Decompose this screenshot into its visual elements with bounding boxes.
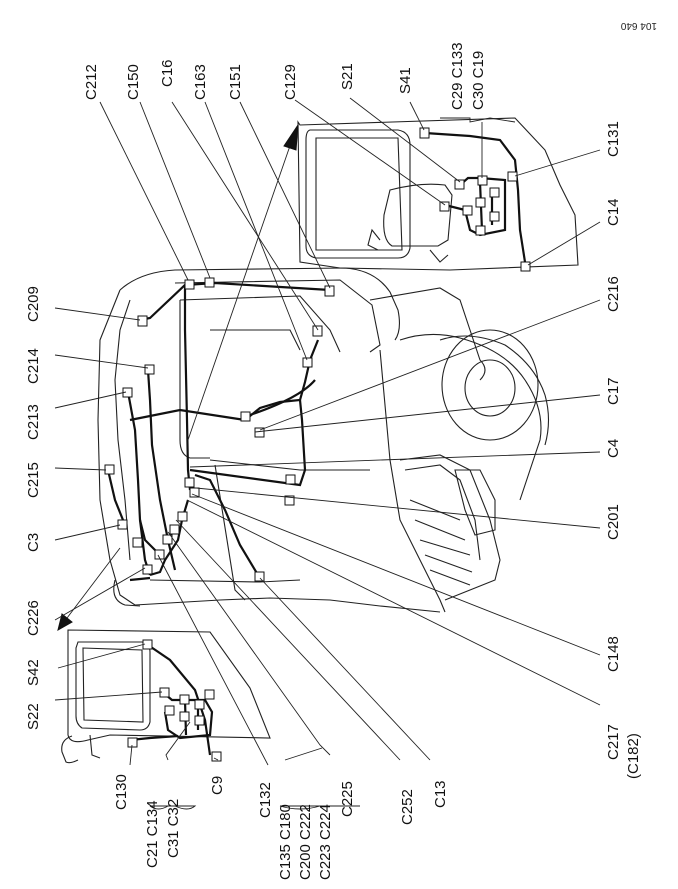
main-harness [104,277,335,582]
upper-door-panel [297,117,579,271]
label-C213: C213 [25,404,42,440]
label-C30-C19: C30 C19 [470,50,487,110]
label-C216: C216 [605,276,622,312]
label-C16: C16 [159,59,176,87]
label-C17: C17 [605,377,622,405]
label-C31-C32: C31 C32 [165,798,182,858]
label-C150: C150 [125,64,142,100]
upper-door-harness [419,127,531,272]
page-reference: 104 640 [620,20,657,31]
label-C201: C201 [605,504,622,540]
label-C226: C226 [25,600,42,636]
label-S22: S22 [25,703,42,730]
label-C163: C163 [192,64,209,100]
label-S42: S42 [25,659,42,686]
label-C3: C3 [25,532,42,552]
label-C9: C9 [209,775,226,795]
vehicle-body [97,267,550,613]
label-C209: C209 [25,286,42,322]
leader-lines [54,97,601,810]
label-C225: C225 [339,781,356,817]
label-C223-C224: C223 C224 [317,804,334,880]
label-C214: C214 [25,348,42,384]
label-C131: C131 [605,121,622,157]
label-C4: C4 [605,438,622,458]
label-C252: C252 [399,789,416,825]
label-C29-C133: C29 C133 [449,42,466,110]
label-C215: C215 [25,462,42,498]
door-arrows [57,123,299,632]
label-C130: C130 [113,774,130,810]
label-S41: S41 [397,67,414,94]
label-C217: C217 [605,724,622,760]
label-C13: C13 [432,780,449,808]
label-C135-C180: C135 C180 [277,804,294,880]
label-C200-C222: C200 C222 [297,804,314,880]
label-C182: (C182) [625,733,642,779]
lower-door-harness [127,639,222,762]
label-C148: C148 [605,636,622,672]
label-C151: C151 [227,64,244,100]
label-C14: C14 [605,198,622,226]
label-S21: S21 [339,63,356,90]
label-C129: C129 [282,64,299,100]
label-C21-C134: C21 C134 [144,800,161,868]
label-C212: C212 [83,64,100,100]
label-C132: C132 [257,782,274,818]
